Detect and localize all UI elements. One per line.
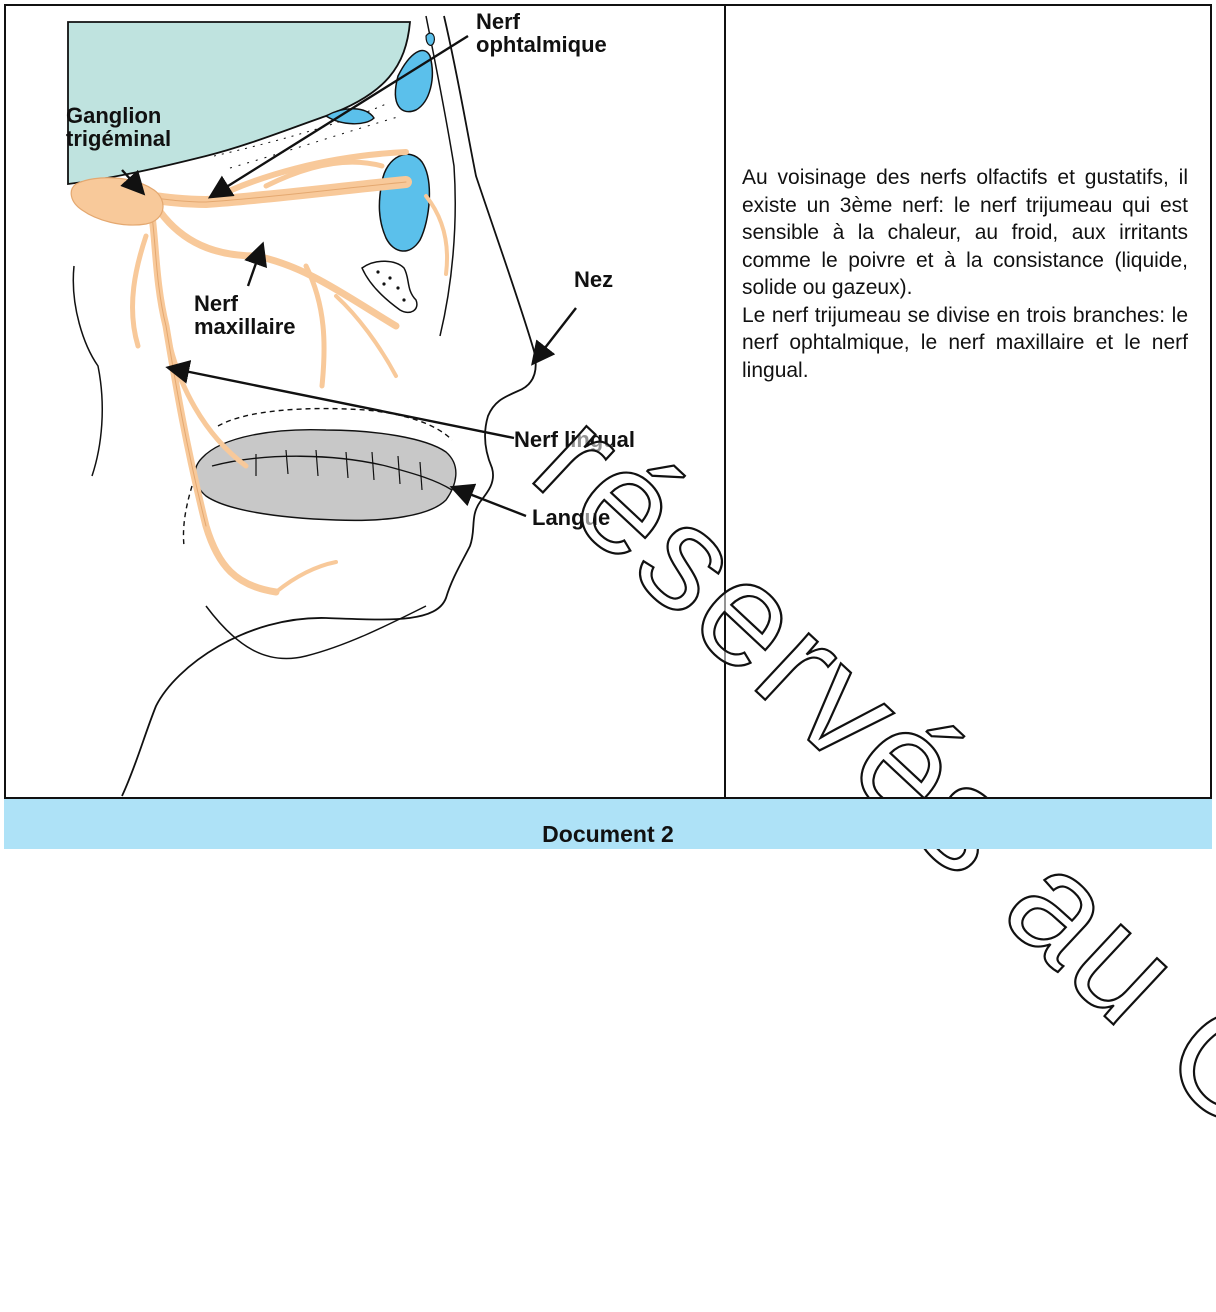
column-divider	[724, 4, 726, 799]
description-paragraph-2: Le nerf trijumeau se divise en trois bra…	[742, 302, 1188, 385]
document-caption-bar: Document 2	[4, 797, 1212, 849]
description-paragraph-1: Au voisinage des nerfs olfactifs et gust…	[742, 164, 1188, 302]
document-caption: Document 2	[542, 821, 674, 848]
trigeminal-nerve-figure: Ganglion trigéminal Nerf ophtalmique Ner…	[6, 6, 724, 797]
arrow-lingual	[170, 368, 514, 438]
label-ganglion-trigeminal: Ganglion trigéminal	[66, 104, 171, 150]
label-nerf-ophtalmique: Nerf ophtalmique	[476, 10, 607, 56]
arrow-nez	[534, 308, 576, 362]
description-text: Au voisinage des nerfs olfactifs et gust…	[742, 164, 1188, 384]
label-nerf-lingual: Nerf lingual	[514, 428, 635, 451]
arrow-maxillaire	[248, 246, 262, 286]
maxillary-sinus	[379, 154, 429, 251]
trigeminal-ganglion	[71, 178, 163, 225]
label-nez: Nez	[574, 268, 613, 291]
label-nerf-maxillaire: Nerf maxillaire	[194, 292, 296, 338]
label-langue: Langue	[532, 506, 610, 529]
arrow-langue	[454, 488, 526, 516]
